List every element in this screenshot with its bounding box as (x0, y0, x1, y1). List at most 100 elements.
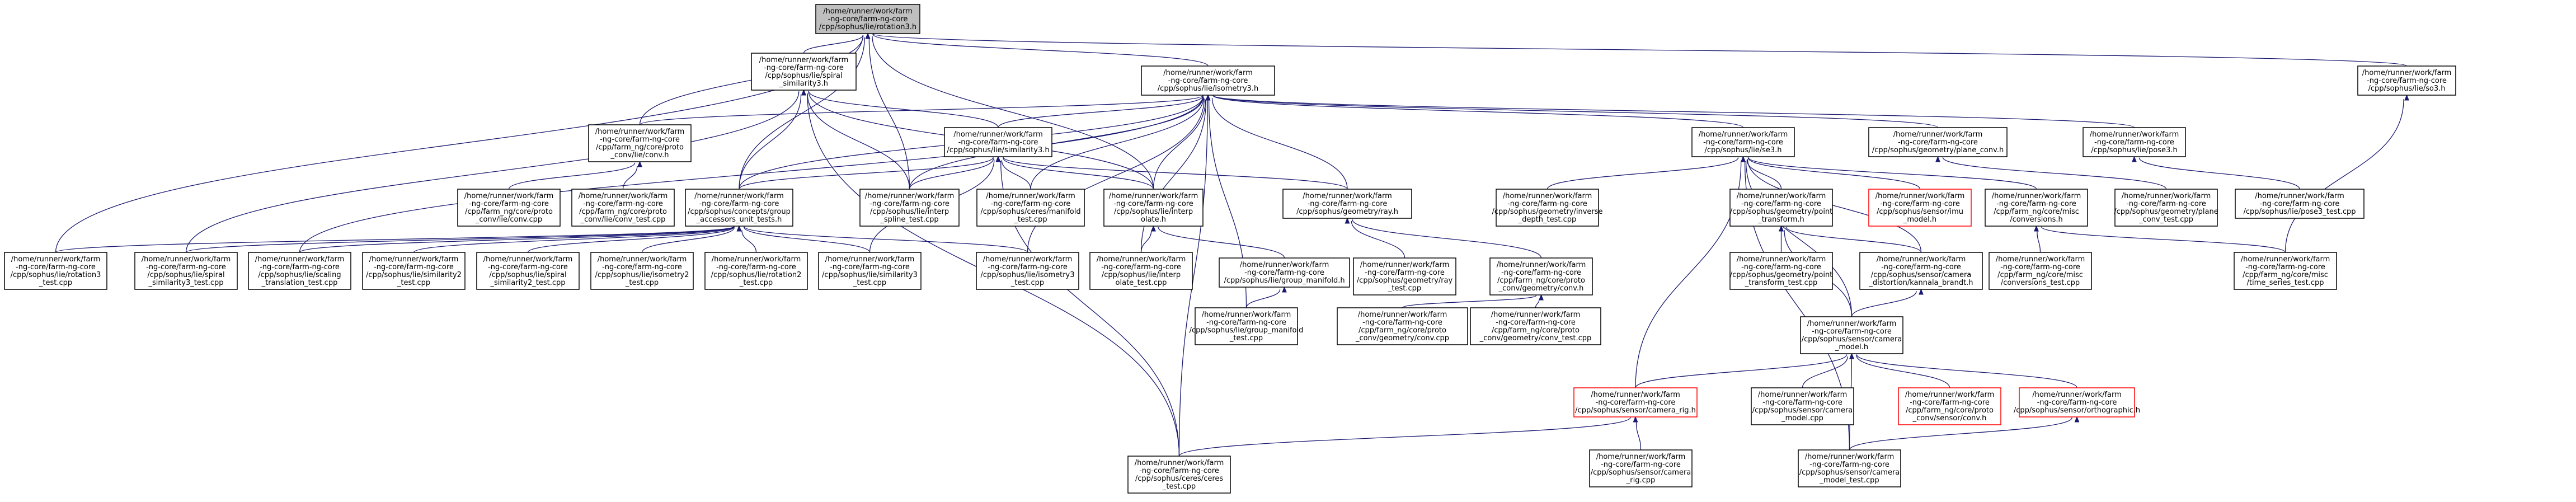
file-node-n14[interactable]: /home/runner/work/farm-ng-core/farm-ng-c… (1103, 189, 1204, 227)
file-node-n21[interactable]: /home/runner/work/farm-ng-core/farm-ng-c… (2235, 189, 2365, 219)
file-node-n16[interactable]: /home/runner/work/farm-ng-core/farm-ng-c… (1492, 189, 1603, 227)
file-node-n39[interactable]: /home/runner/work/farm-ng-core/farm-ng-c… (1190, 307, 1304, 345)
file-node-label: /cpp/farm_ng/core/proto (579, 208, 667, 216)
file-node-n37[interactable]: /home/runner/work/farm-ng-core/farm-ng-c… (1989, 252, 2092, 290)
file-node-n8[interactable]: /home/runner/work/farm-ng-core/farm-ng-c… (2083, 127, 2186, 157)
file-node-label: -ng-core/farm-ng-core (1507, 200, 1587, 208)
file-node-label: -ng-core/farm-ng-core (1113, 200, 1193, 208)
file-node-n34[interactable]: /home/runner/work/farm-ng-core/farm-ng-c… (1489, 257, 1593, 295)
file-node-n20[interactable]: /home/runner/work/farm-ng-core/farm-ng-c… (2114, 189, 2218, 227)
file-node-n31[interactable]: /home/runner/work/farm-ng-core/farm-ng-c… (1089, 252, 1193, 290)
file-node-n47[interactable]: /home/runner/work/farm-ng-core/farm-ng-c… (1127, 456, 1231, 494)
file-node-n49[interactable]: /home/runner/work/farm-ng-core/farm-ng-c… (1798, 449, 1901, 487)
file-node-n29[interactable]: /home/runner/work/farm-ng-core/farm-ng-c… (818, 252, 922, 290)
file-node-n41[interactable]: /home/runner/work/farm-ng-core/farm-ng-c… (1470, 307, 1601, 345)
file-node-n3[interactable]: /home/runner/work/farm-ng-core/farm-ng-c… (2357, 65, 2456, 96)
file-node-label: -ng-core/farm-ng-core (469, 200, 549, 208)
file-node-label: -ng-core/farm-ng-core (1881, 263, 1961, 271)
file-node-n24[interactable]: /home/runner/work/farm-ng-core/farm-ng-c… (248, 252, 351, 290)
file-node-label: /home/runner/work/farm (1699, 130, 1788, 139)
file-node-label: _conv/lie/conv_test.cpp (580, 215, 666, 224)
file-node-label: -ng-core/farm-ng-core (1101, 263, 1181, 271)
file-node-n10[interactable]: /home/runner/work/farm-ng-core/farm-ng-c… (571, 189, 675, 227)
file-node-n36[interactable]: /home/runner/work/farm-ng-core/farm-ng-c… (1859, 252, 1983, 290)
edge-n17-n36 (1779, 225, 1922, 253)
file-node-label: /cpp/sophus/lie/group_manifold (1190, 326, 1304, 335)
file-node-n11[interactable]: /home/runner/work/farm-ng-core/farm-ng-c… (685, 189, 793, 227)
file-node-label: _conv/sensor/conv.h (1912, 414, 1987, 423)
file-node-label: /home/runner/work/farm (1591, 391, 1680, 399)
edge-n5-n14 (995, 156, 1154, 190)
file-node-n23[interactable]: /home/runner/work/farm-ng-core/farm-ng-c… (134, 252, 238, 290)
file-node-label: -ng-core/farm-ng-core (1812, 327, 1892, 336)
file-node-label: /home/runner/work/farm (694, 192, 784, 200)
file-node-n22[interactable]: /home/runner/work/farm-ng-core/farm-ng-c… (4, 252, 107, 290)
file-node-n43[interactable]: /home/runner/work/farm-ng-core/farm-ng-c… (1573, 387, 1698, 417)
file-node-n33[interactable]: /home/runner/work/farm-ng-core/farm-ng-c… (1353, 257, 1456, 295)
file-node-n12[interactable]: /home/runner/work/farm-ng-core/farm-ng-c… (859, 189, 960, 227)
file-node-n18[interactable]: /home/runner/work/farm-ng-core/farm-ng-c… (1868, 189, 1972, 227)
file-node-label: -ng-core/farm-ng-core (1703, 138, 1783, 147)
file-node-label: -ng-core/farm-ng-core (830, 263, 910, 271)
file-node-n46[interactable]: /home/runner/work/farm-ng-core/farm-ng-c… (2014, 387, 2140, 417)
file-node-label: /home/runner/work/farm (1758, 391, 1848, 399)
file-node-n19[interactable]: /home/runner/work/farm-ng-core/farm-ng-c… (1985, 189, 2088, 227)
edge-n36-n42 (1851, 288, 1924, 317)
file-node-n26[interactable]: /home/runner/work/farm-ng-core/farm-ng-c… (476, 252, 580, 290)
file-node-label: /home/runner/work/farm (953, 130, 1043, 139)
file-node-n4[interactable]: /home/runner/work/farm-ng-core/farm-ng-c… (588, 124, 692, 162)
edge-n6-n43 (1635, 156, 1746, 388)
edge-n15-n34 (1345, 217, 1542, 259)
file-node-label: /home/runner/work/farm (1737, 255, 1826, 264)
file-node-n40[interactable]: /home/runner/work/farm-ng-core/farm-ng-c… (1337, 307, 1468, 345)
file-node-n30[interactable]: /home/runner/work/farm-ng-core/farm-ng-c… (976, 252, 1079, 290)
file-node-label: -ng-core/farm-ng-core (600, 135, 680, 144)
file-node-n9[interactable]: /home/runner/work/farm-ng-core/farm-ng-c… (457, 189, 561, 227)
file-node-n38[interactable]: /home/runner/work/farm-ng-core/farm-ng-c… (2234, 252, 2337, 290)
file-node-label: /home/runner/work/farm (1097, 255, 1186, 264)
file-node-label: /home/runner/work/farm (1163, 69, 1253, 77)
file-node-label: /home/runner/work/farm (986, 192, 1075, 200)
file-node-n28[interactable]: /home/runner/work/farm-ng-core/farm-ng-c… (704, 252, 808, 290)
file-node-n5[interactable]: /home/runner/work/farm-ng-core/farm-ng-c… (944, 127, 1052, 157)
file-node-label: -ng-core/farm-ng-core (1996, 200, 2076, 208)
file-node-label: -ng-core/farm-ng-core (828, 15, 908, 24)
file-node-label: -ng-core/farm-ng-core (146, 263, 226, 271)
file-node-label: -ng-core/farm-ng-core (1910, 398, 1990, 407)
file-node-label: /cpp/farm_ng/core/misc (2243, 271, 2328, 279)
file-node-n25[interactable]: /home/runner/work/farm-ng-core/farm-ng-c… (362, 252, 466, 290)
file-node-n15[interactable]: /home/runner/work/farm-ng-core/farm-ng-c… (1282, 189, 1412, 219)
file-node-n2[interactable]: /home/runner/work/farm-ng-core/farm-ng-c… (1141, 65, 1275, 96)
edge-n34-n41 (1535, 294, 1544, 308)
file-node-label: /cpp/sophus/lie/isometry2 (595, 271, 689, 279)
file-node-n7[interactable]: /home/runner/work/farm-ng-core/farm-ng-c… (1868, 127, 2008, 157)
file-node-n42[interactable]: /home/runner/work/farm-ng-core/farm-ng-c… (1800, 316, 1903, 354)
edge-n3-n38 (2284, 94, 2409, 253)
file-node-n48[interactable]: /home/runner/work/farm-ng-core/farm-ng-c… (1589, 449, 1693, 487)
file-node-label: -ng-core/farm-ng-core (1206, 318, 1286, 327)
file-node-n45[interactable]: /home/runner/work/farm-ng-core/farm-ng-c… (1898, 387, 2001, 425)
file-node-n44[interactable]: /home/runner/work/farm-ng-core/farm-ng-c… (1751, 387, 1854, 425)
file-node-n0[interactable]: /home/runner/work/farm-ng-core/farm-ng-c… (815, 4, 920, 34)
file-node-label: _rig.cpp (1626, 476, 1656, 485)
file-node-n6[interactable]: /home/runner/work/farm-ng-core/farm-ng-c… (1691, 127, 1795, 157)
file-node-n17[interactable]: /home/runner/work/farm-ng-core/farm-ng-c… (1729, 189, 1833, 227)
file-node-n32[interactable]: /home/runner/work/farm-ng-core/farm-ng-c… (1219, 257, 1350, 288)
file-node-label: /cpp/sophus/geometry/ray.h (1296, 208, 1398, 216)
file-node-n27[interactable]: /home/runner/work/farm-ng-core/farm-ng-c… (590, 252, 694, 290)
file-node-n1[interactable]: /home/runner/work/farm-ng-core/farm-ng-c… (751, 53, 857, 91)
edge-n11-n23 (185, 225, 742, 253)
file-node-label: /cpp/sophus/lie/rotation3.h (819, 23, 916, 31)
edge-n2-n24 (299, 94, 1211, 253)
file-node-label: /cpp/sophus/lie/rotation3 (11, 271, 101, 279)
file-node-label: _conv/geometry/conv_test.cpp (1479, 334, 1592, 343)
edge-n6-n42 (1741, 156, 1853, 317)
file-node-label: /home/runner/work/farm (983, 255, 1073, 264)
file-node-n13[interactable]: /home/runner/work/farm-ng-core/farm-ng-c… (976, 189, 1085, 227)
file-node-n35[interactable]: /home/runner/work/farm-ng-core/farm-ng-c… (1729, 252, 1833, 290)
file-node-label: /cpp/sophus/lie/se3.h (1704, 146, 1781, 154)
edge-n11-n24 (299, 225, 742, 253)
file-node-label: -ng-core/farm-ng-core (958, 138, 1038, 147)
edge-n0-n1 (803, 32, 871, 54)
